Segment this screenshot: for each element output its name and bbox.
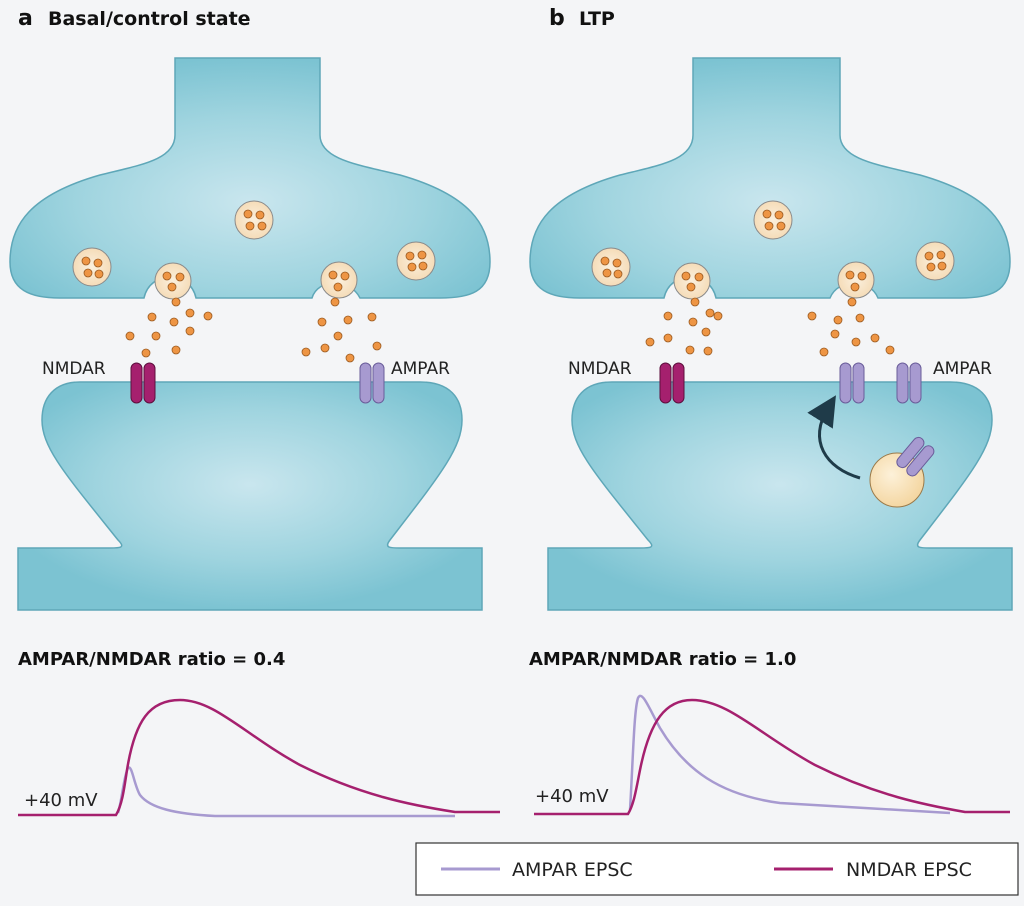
neurotransmitter-cloud [125,297,382,363]
fusing-vesicle [320,261,358,299]
neurotransmitter-cloud [645,297,895,357]
ampar-epsc-trace [628,694,951,815]
nmdar-label: NMDAR [42,359,106,379]
vesicle [591,247,631,287]
ampar-label: AMPAR [933,359,992,379]
nmdar-label: NMDAR [568,359,632,379]
vesicle [72,247,112,287]
presynaptic-terminal [9,57,491,299]
ampar-receptor [359,362,385,404]
voltage-label: +40 mV [535,786,609,807]
presynaptic-terminal [529,57,1011,299]
postsynaptic-spine [547,381,1013,611]
vesicle [396,241,436,281]
fusing-vesicle [154,262,192,300]
ampar-receptor [896,362,922,404]
ampar-receptor [839,362,865,404]
ratio-text: AMPAR/NMDAR ratio = 0.4 [18,649,285,670]
panel-title: LTP [579,8,615,30]
vesicle [915,241,955,281]
legend-ampar-label: AMPAR EPSC [512,859,633,881]
vesicle [753,200,793,240]
voltage-label: +40 mV [24,790,98,811]
legend-nmdar-label: NMDAR EPSC [846,859,972,881]
nmdar-receptor [130,362,156,404]
ratio-text: AMPAR/NMDAR ratio = 1.0 [529,649,796,670]
panel-b: b LTP [529,6,1013,816]
panel-letter: a [18,6,33,31]
postsynaptic-spine [17,381,483,611]
nmdar-receptor [659,362,685,404]
legend: AMPAR EPSC NMDAR EPSC [415,842,1019,896]
panel-a: a Basal/control state [9,6,500,818]
panel-title: Basal/control state [48,8,251,30]
ampar-endosome [869,436,935,508]
fusing-vesicle [837,261,875,299]
vesicle [234,200,274,240]
ampar-label: AMPAR [391,359,450,379]
nmdar-epsc-trace [534,698,1010,816]
insertion-arrow [807,395,861,480]
nmdar-epsc-trace [18,698,500,817]
panel-letter: b [549,6,565,31]
fusing-vesicle [673,262,711,300]
ampar-epsc-trace [116,766,455,818]
